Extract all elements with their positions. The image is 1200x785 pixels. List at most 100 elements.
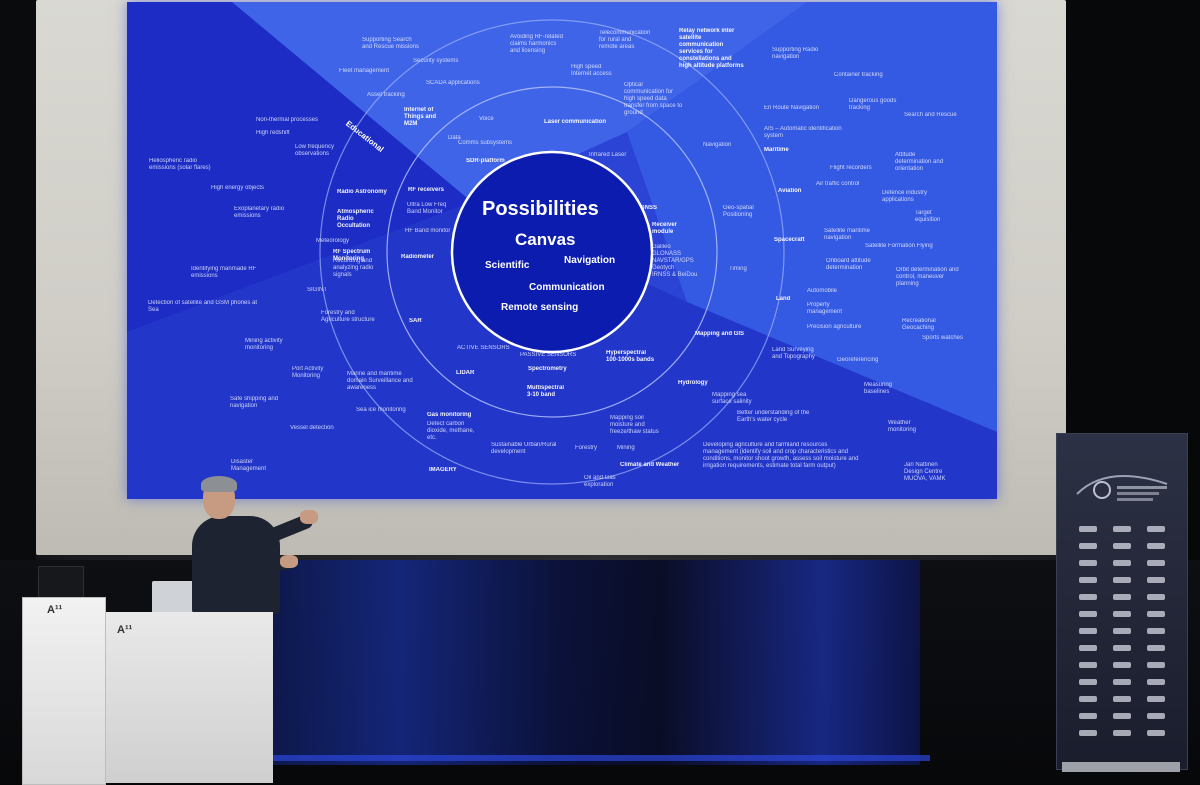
core-subtitle: Canvas	[515, 230, 576, 249]
slide-label: Infrared Laser	[589, 152, 627, 158]
slide-label: Maritime	[764, 147, 789, 153]
slide-label: IMAGERY	[429, 467, 457, 473]
slide-label: Sports watches	[922, 335, 964, 341]
slide-label: Radiometer	[401, 254, 435, 260]
communication-wedge	[232, 2, 807, 202]
slide-label: Climate and Weather	[620, 462, 680, 468]
slide-label: Aviation	[778, 188, 802, 194]
slide-label: Satellite maritime navigation	[824, 228, 871, 241]
confidence-monitor	[38, 566, 84, 598]
slide-label: Orbit determination and control, maneuve…	[896, 267, 959, 287]
slide-label: Internet of Things and M2M	[404, 107, 436, 127]
slide-label: Geo-spatial Positioning	[723, 205, 754, 218]
slide-label: Gas monitoring	[427, 412, 472, 418]
slide-label: Port Activity Monitoring	[292, 366, 324, 379]
sponsor-logo	[1113, 662, 1131, 668]
slide-label: Mapping sea surface salinity	[712, 392, 752, 405]
slide-label: Supporting Search and Rescue missions	[362, 37, 420, 50]
sponsor-logo	[1147, 696, 1165, 702]
sponsor-logo	[1113, 645, 1131, 651]
banner-stand	[1062, 762, 1180, 772]
slide-label: Supporting Radio navigation	[772, 47, 819, 60]
slide-label: Air traffic control	[816, 181, 860, 187]
core-communication: Communication	[529, 282, 605, 293]
slide-label: Fleet management	[339, 68, 390, 74]
slide-label: Container tracking	[834, 72, 883, 78]
slide-label: Land Surveying and Topography	[772, 347, 815, 360]
slide-label: Comms subsystems	[458, 140, 513, 146]
slide-label: Detection of satellite and GSM phones at…	[148, 300, 258, 313]
slide-label: Recreational Geocaching	[902, 318, 936, 331]
slide-label: Timing	[729, 266, 747, 272]
presenter-hand-left	[280, 555, 298, 568]
presentation-slide: Possibilities Canvas Scientific Navigati…	[127, 2, 997, 499]
slide-label: Flight recorders	[830, 165, 872, 171]
slide-label: Sea ice monitoring	[356, 407, 406, 413]
sponsor-logo	[1147, 577, 1165, 583]
sponsor-logo	[1113, 713, 1131, 719]
slide-label: SCADA applications	[426, 80, 480, 86]
slide-label: PASSIVE SENSORS	[520, 352, 577, 358]
slide-label: Hydrology	[678, 380, 708, 386]
sponsor-logo	[1147, 560, 1165, 566]
sponsor-logo	[1147, 526, 1165, 532]
slide-label: Marine and maritime domain Surveillance …	[347, 371, 413, 391]
slide-label: RF Spectrum Monitoring	[333, 249, 371, 262]
slide-label: Dangerous goods tracking	[849, 98, 897, 111]
slide-label: Oil and Gas exploration	[584, 475, 616, 488]
slide-label: HF Band monitor	[405, 228, 451, 234]
slide-label: Radio Astronomy	[337, 189, 387, 195]
slide-label: Low frequency observations	[295, 144, 335, 157]
slide-label: Automobile	[807, 288, 838, 294]
slide-label: Property management	[807, 302, 843, 315]
sponsor-logo	[1079, 560, 1097, 566]
slide-label: Onboard attitude determination	[826, 258, 871, 271]
slide-label: Georeferencing	[837, 357, 879, 363]
wall-left	[0, 0, 36, 560]
sponsor-logo	[1079, 526, 1097, 532]
podium: A¹¹	[103, 612, 273, 783]
slide-label: RF receivers	[408, 187, 445, 193]
core-scientific: Scientific	[485, 260, 530, 271]
slide-label: Identifying manmade RF emissions	[191, 266, 257, 279]
slide-label: Exoplanetary radio emissions	[234, 206, 285, 219]
sponsor-logo	[1147, 645, 1165, 651]
slide-label: Attitude determination and orientation	[895, 152, 944, 172]
slide-label: Atmospheric Radio Occultation	[337, 209, 374, 229]
slide-label: Better understanding of the Earth's wate…	[737, 410, 810, 423]
podium-front-logo: A¹¹	[47, 604, 63, 616]
sponsor-logo	[1113, 628, 1131, 634]
slide-label: Laser communication	[544, 119, 607, 125]
podium-front: A¹¹	[22, 597, 106, 785]
slide-label: Search and Rescue	[904, 112, 957, 118]
sponsor-logo	[1147, 730, 1165, 736]
slide-label: Recording and analyzing radio signals	[333, 258, 374, 278]
slide-label: Relay network inter satellite communicat…	[679, 28, 744, 69]
slide-label: Vessel detection	[290, 425, 334, 431]
sponsor-logo	[1079, 696, 1097, 702]
slide-label: Galileo GLONASS NAVSTAR/GPS Geotych IRNS…	[652, 244, 698, 278]
slide-label: Heliospheric radio emissions (solar flar…	[149, 158, 211, 171]
sponsor-logo	[1113, 560, 1131, 566]
educational-wedge	[127, 2, 472, 332]
slide-label: Sustainable Urban/Rural development	[491, 442, 557, 455]
middle-ring	[386, 86, 718, 418]
sponsor-logo	[1079, 713, 1097, 719]
core-circle	[450, 150, 654, 354]
slide-label: High energy objects	[211, 185, 265, 191]
slide-label: Mapping and GIS	[695, 331, 744, 337]
slide-label: Defence industry applications	[882, 190, 928, 203]
slide-label: En Route Navigation	[764, 105, 820, 111]
sponsor-logo	[1147, 628, 1165, 634]
sponsor-logo	[1113, 611, 1131, 617]
sponsor-logo	[1147, 543, 1165, 549]
podium-side-logo: A¹¹	[117, 624, 133, 636]
slide-label: High redshift	[256, 130, 290, 136]
sponsor-logo	[1079, 628, 1097, 634]
core-navigation: Navigation	[564, 255, 616, 266]
navigation-wedge	[627, 2, 997, 432]
presenter-hand-right	[300, 510, 318, 524]
core-remote-sensing: Remote sensing	[501, 302, 579, 313]
sponsor-logo	[1113, 526, 1131, 532]
slide-label: Satellite Formation Flying	[865, 243, 933, 249]
